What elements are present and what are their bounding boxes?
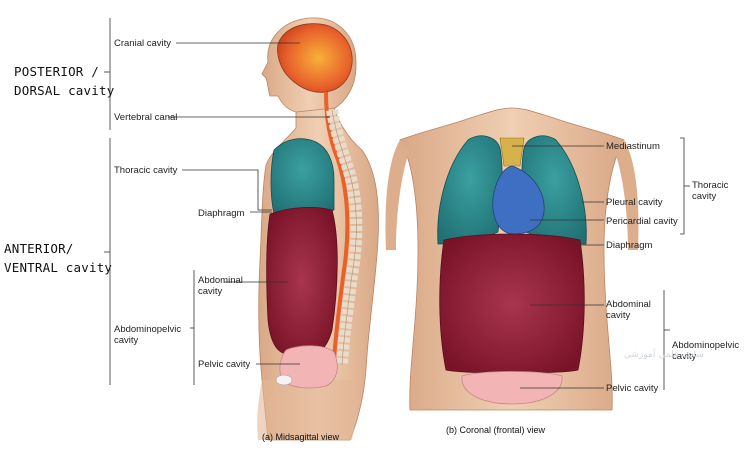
label-pericardial-cavity: Pericardial cavity: [606, 216, 678, 227]
caption-midsagittal-text: Midsagittal view: [275, 432, 340, 442]
label-thoracic-coronal-1: Thoracic: [692, 180, 729, 191]
label-vertebral-canal: Vertebral canal: [114, 112, 178, 123]
label-diaphragm-sagittal: Diaphragm: [198, 208, 245, 219]
label-pelvic-cavity-sagittal: Pelvic cavity: [198, 359, 251, 370]
label-abdominal-cavity-coronal-2: cavity: [606, 310, 631, 321]
coronal-figure: [385, 107, 639, 411]
caption-coronal-letter: (b): [446, 425, 457, 435]
posterior-label-line2: DORSAL cavity: [14, 83, 115, 98]
label-thoracic-coronal-2: cavity: [692, 191, 717, 202]
label-abdominopelvic-coronal-1: Abdominopelvic: [672, 340, 740, 351]
label-abdominopelvic-coronal-2: cavity: [672, 351, 697, 362]
label-diaphragm-coronal: Diaphragm: [606, 240, 653, 251]
caption-coronal: (b) Coronal (frontal) view: [446, 425, 545, 435]
watermark-text: سایت علمی آموزشی: [624, 350, 704, 360]
label-abdominal-cavity-sagittal-1: Abdominal: [198, 275, 243, 286]
anterior-label-line1: ANTERIOR/: [4, 241, 74, 256]
caption-coronal-text: Coronal (frontal) view: [459, 425, 546, 435]
label-abdominopelvic-sagittal-1: Abdominopelvic: [114, 324, 182, 335]
label-pleural-cavity: Pleural cavity: [606, 197, 663, 208]
label-abdominal-cavity-coronal-1: Abdominal: [606, 299, 651, 310]
caption-midsagittal-letter: (a): [262, 432, 273, 442]
label-cranial-cavity: Cranial cavity: [114, 38, 172, 49]
label-abdominal-cavity-sagittal-2: cavity: [198, 286, 223, 297]
label-thoracic-cavity: Thoracic cavity: [114, 165, 178, 176]
label-pelvic-cavity-coronal: Pelvic cavity: [606, 383, 659, 394]
label-mediastinum: Mediastinum: [606, 141, 660, 152]
leader-lines: [104, 18, 690, 390]
label-abdominopelvic-sagittal-2: cavity: [114, 335, 139, 346]
caption-midsagittal: (a) Midsagittal view: [262, 432, 339, 442]
anterior-label-line2: VENTRAL cavity: [4, 260, 113, 275]
posterior-label-line1: POSTERIOR /: [14, 64, 99, 79]
midsagittal-figure: [257, 17, 379, 441]
